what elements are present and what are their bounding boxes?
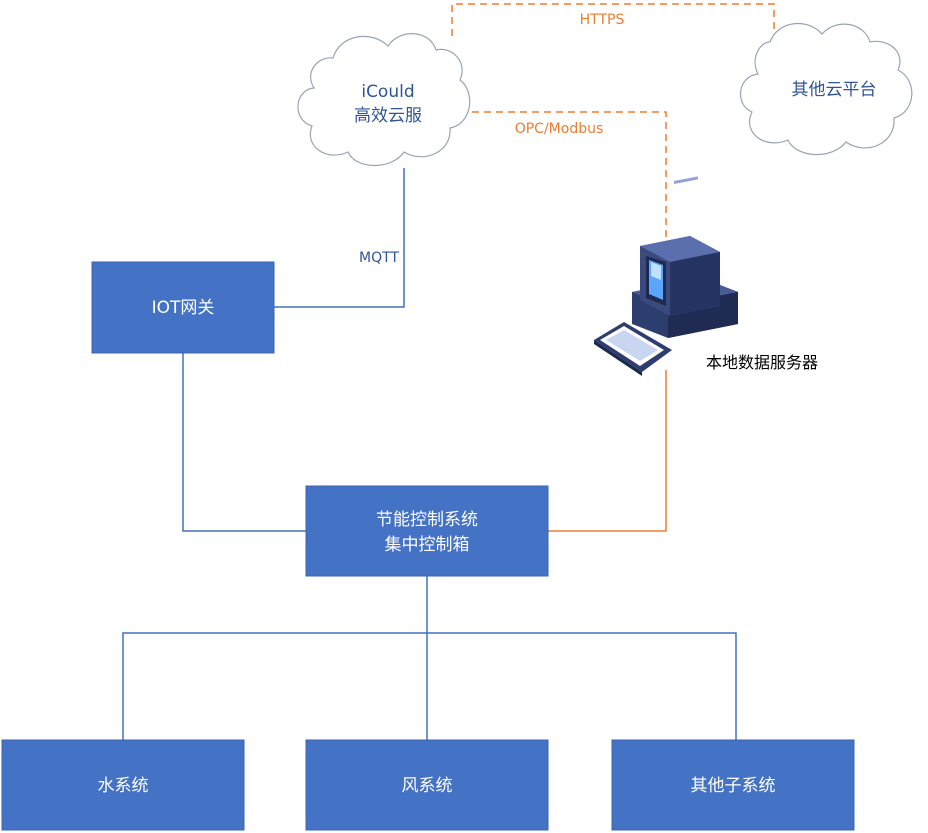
- icloud-name: iCould: [361, 82, 414, 102]
- water-system-label: 水系统: [98, 776, 149, 796]
- control-server-connector: [548, 370, 667, 532]
- gateway-control-connector: [182, 353, 306, 532]
- control-box: 节能控制系统 集中控制箱: [305, 485, 549, 577]
- https-connector: [451, 3, 775, 38]
- https-label: HTTPS: [580, 12, 625, 28]
- subsystem-tree-connector: [122, 576, 737, 740]
- cloud-icon: [739, 22, 913, 156]
- local-server: 本地数据服务器: [594, 176, 818, 376]
- icloud-cloud: iCould 高效云服: [297, 33, 471, 166]
- cloud-icon: [297, 33, 471, 166]
- mqtt-connector: [274, 168, 405, 308]
- iot-gateway-box: IOT网关: [91, 261, 275, 354]
- control-box-subtitle: 集中控制箱: [385, 535, 470, 555]
- water-system-box: 水系统: [1, 739, 245, 831]
- mqtt-label: MQTT: [359, 250, 399, 266]
- connectors: [122, 3, 775, 740]
- other-cloud: 其他云平台: [739, 22, 913, 156]
- opc-connector: [460, 111, 667, 240]
- other-cloud-label: 其他云平台: [792, 80, 877, 100]
- air-system-label: 风系统: [402, 776, 453, 796]
- computer-icon: [594, 176, 738, 376]
- other-subsystem-label: 其他子系统: [691, 776, 776, 796]
- icloud-subtitle: 高效云服: [354, 106, 422, 126]
- server-label: 本地数据服务器: [706, 353, 818, 372]
- control-box-title: 节能控制系统: [376, 510, 478, 530]
- iot-gateway-label: IOT网关: [152, 298, 215, 318]
- air-system-box: 风系统: [305, 739, 549, 831]
- opc-label: OPC/Modbus: [515, 121, 604, 137]
- other-subsystem-box: 其他子系统: [611, 739, 855, 831]
